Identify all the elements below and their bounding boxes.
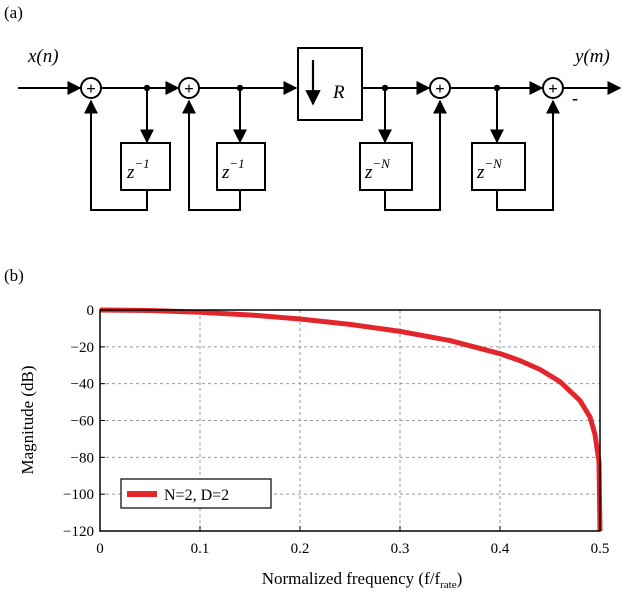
y-tick-label: −20 [71,340,94,356]
delay-4-base: z [476,162,485,183]
svg-text:z−1: z−1 [221,156,245,183]
x-axis-label: Normalized frequency (f/frate) [262,569,463,591]
x-tick-label: 0.2 [291,541,310,557]
magnitude-chart: (b) 0 0.1 0.2 0.3 0.4 0.5 0 −20 −40 −60 −80 −100 −1… [4,266,609,591]
delay-block-4: z−N [471,142,526,191]
junction-dots [143,84,501,92]
y-tick-label: −100 [63,487,94,503]
legend: N=2, D=2 [120,478,272,509]
x-tick-label: 0 [96,541,104,557]
decimator-factor: R [332,82,345,103]
summer-1-symbol: + [86,79,96,98]
panel-b-label: (b) [4,266,24,285]
y-tick-label: −120 [63,524,94,540]
summer-2: + [178,77,200,99]
minus-mark: - [572,88,578,108]
delay-4-exponent: −N [484,156,503,171]
chart-grid [99,309,601,532]
y-axis-label: Magnitude (dB) [18,365,37,474]
x-tick-label: 0.3 [391,541,410,557]
x-tick-label: 0.5 [591,541,610,557]
y-tick-label: −40 [71,377,94,393]
summer-3: + [429,77,451,99]
decimator-block: R [297,47,363,121]
x-axis-label-subscript: rate [440,579,457,591]
delay-block-2: z−1 [216,142,266,191]
summer-2-symbol: + [184,79,194,98]
summer-4: + [542,77,564,99]
svg-text:z−N: z−N [364,156,391,183]
x-tick-label: 0.4 [491,541,510,557]
x-tick-labels: 0 0.1 0.2 0.3 0.4 0.5 [96,541,609,557]
y-tick-label: 0 [87,303,95,319]
plot-frame [99,309,601,532]
svg-text:z−1: z−1 [126,156,150,183]
x-tick-label: 0.1 [191,541,210,557]
delay-3-base: z [364,162,373,183]
legend-label: N=2, D=2 [164,487,229,504]
summer-4-symbol: + [548,79,558,98]
x-axis-label-close: ) [457,569,463,588]
summer-1: + [80,77,102,99]
input-signal-label: x(n) [27,46,59,67]
summer-3-symbol: + [435,79,445,98]
svg-text:z−N: z−N [476,156,503,183]
y-tick-label: −80 [71,450,94,466]
delay-2-base: z [221,162,230,183]
series-line-n2-d2 [99,307,603,532]
delay-2-exponent: −1 [229,156,244,171]
delay-3-exponent: −N [372,156,391,171]
delay-block-3: z−N [359,142,413,191]
block-diagram: (a) x(n) y(m) [4,3,622,211]
x-axis-label-main: Normalized frequency (f/f [262,569,441,588]
delay-1-base: z [126,162,135,183]
delay-block-1: z−1 [120,142,171,191]
panel-a-label: (a) [4,3,23,22]
y-tick-label: −60 [71,414,94,430]
output-signal-label: y(m) [573,46,610,67]
y-tick-labels: 0 −20 −40 −60 −80 −100 −120 [63,303,94,540]
delay-1-exponent: −1 [134,156,149,171]
